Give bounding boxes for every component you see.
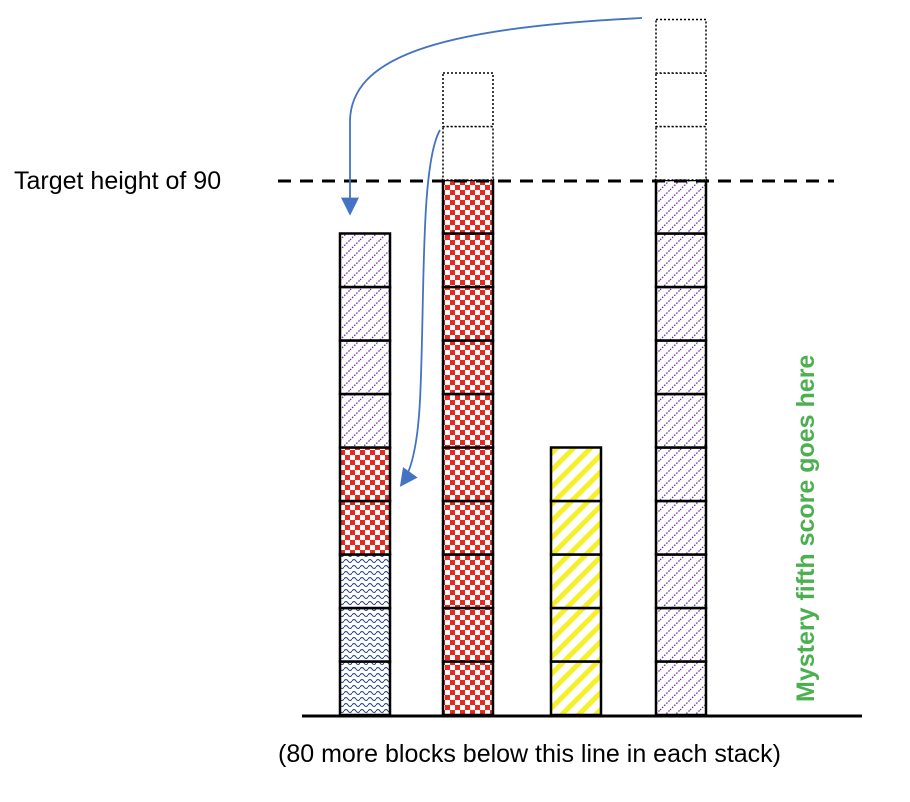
- stack-3: [549, 446, 603, 717]
- block-red: [441, 553, 495, 610]
- empty-slot: [442, 125, 494, 181]
- block-purple: [654, 553, 708, 610]
- block-purple: [654, 178, 708, 235]
- block-blue: [338, 553, 392, 610]
- arrow-stack4-to-stack1: [341, 17, 643, 216]
- block-red: [441, 392, 495, 449]
- block-purple: [654, 285, 708, 342]
- block-blue: [338, 660, 392, 717]
- block-red: [441, 606, 495, 663]
- block-stacks: [338, 18, 708, 717]
- block-yellow: [549, 499, 603, 556]
- block-red: [441, 178, 495, 235]
- empty-slot: [655, 72, 707, 128]
- block-red: [441, 339, 495, 396]
- stack-1: [338, 232, 392, 717]
- mystery-score-label: Mystery fifth score goes here: [792, 355, 820, 702]
- block-purple: [654, 446, 708, 503]
- empty-slot: [442, 72, 494, 128]
- block-yellow: [549, 446, 603, 503]
- empty-slot: [655, 18, 707, 74]
- empty-slot: [655, 125, 707, 181]
- block-purple: [654, 499, 708, 556]
- block-purple: [654, 606, 708, 663]
- block-red: [441, 660, 495, 717]
- block-red: [338, 499, 392, 556]
- block-red: [441, 232, 495, 289]
- block-purple: [338, 285, 392, 342]
- block-blue: [338, 606, 392, 663]
- arrow-stack2-to-stack1: [399, 129, 441, 487]
- block-yellow: [549, 606, 603, 663]
- block-purple: [654, 232, 708, 289]
- baseline-note: (80 more blocks below this line in each …: [278, 740, 781, 768]
- block-red: [441, 499, 495, 556]
- target-label: Target height of 90: [14, 167, 221, 195]
- block-purple: [654, 660, 708, 717]
- block-yellow: [549, 553, 603, 610]
- block-purple: [654, 339, 708, 396]
- block-red: [441, 446, 495, 503]
- stack-4: [654, 18, 708, 717]
- block-yellow: [549, 660, 603, 717]
- block-purple: [338, 392, 392, 449]
- block-purple: [654, 392, 708, 449]
- block-red: [338, 446, 392, 503]
- block-red: [441, 285, 495, 342]
- block-purple: [338, 232, 392, 289]
- block-purple: [338, 339, 392, 396]
- stack-2: [441, 72, 495, 717]
